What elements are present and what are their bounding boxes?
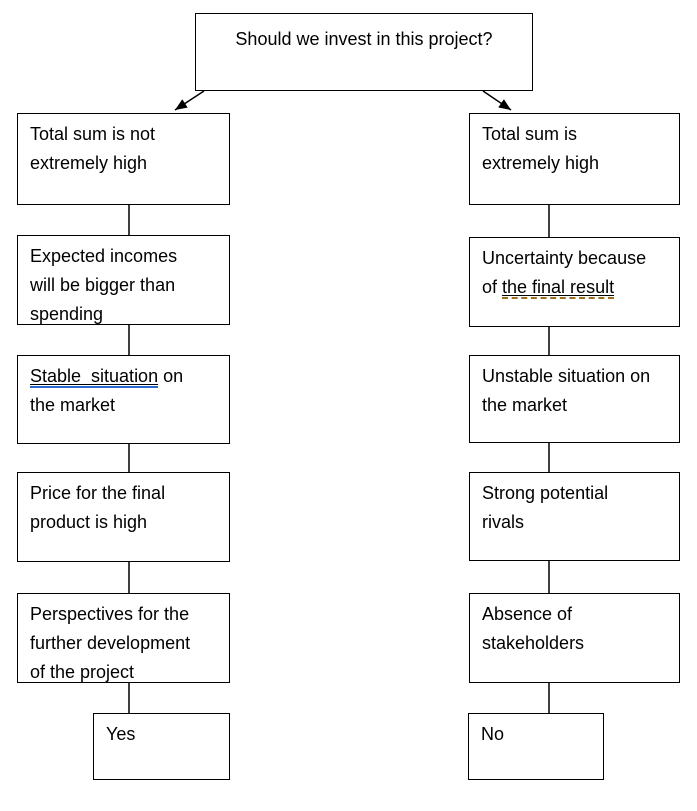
node-stable-situation: Stable situation on the market bbox=[17, 355, 230, 444]
node-expected-incomes: Expected incomes will be bigger than spe… bbox=[17, 235, 230, 325]
text-segment: Total sum is not extremely high bbox=[30, 124, 156, 173]
node-answer-yes: Yes bbox=[93, 713, 230, 780]
branch-arrow-left bbox=[174, 90, 205, 111]
text-segment: Stable situation bbox=[30, 366, 159, 388]
node-answer-no: No bbox=[468, 713, 604, 780]
text-segment: Total sum is extremely high bbox=[482, 124, 600, 173]
text-segment: on the market bbox=[30, 366, 184, 415]
text-segment: the final result bbox=[502, 277, 615, 299]
text-segment: Price for the final product is high bbox=[30, 483, 166, 532]
node-perspectives: Perspectives for the further development… bbox=[17, 593, 230, 683]
text-segment: Strong potential rivals bbox=[482, 483, 609, 532]
node-absence-stakeholders: Absence of stakeholders bbox=[469, 593, 680, 683]
node-uncertainty: Uncertainty because of the final result bbox=[469, 237, 680, 327]
text-segment: Unstable situation on the market bbox=[482, 366, 651, 415]
node-unstable-situation: Unstable situation on the market bbox=[469, 355, 680, 443]
text-segment: Uncertainty because of bbox=[482, 248, 647, 297]
node-strong-rivals: Strong potential rivals bbox=[469, 472, 680, 561]
text-segment: Absence of stakeholders bbox=[482, 604, 585, 653]
text-segment: Perspectives for the further development… bbox=[30, 604, 191, 682]
node-total-sum-not-high: Total sum is not extremely high bbox=[17, 113, 230, 205]
node-question: Should we invest in this project? bbox=[195, 13, 533, 91]
branch-arrow-right bbox=[482, 90, 512, 111]
node-price-high: Price for the final product is high bbox=[17, 472, 230, 562]
text-segment: Expected incomes will be bigger than spe… bbox=[30, 246, 178, 324]
node-total-sum-high: Total sum is extremely high bbox=[469, 113, 680, 205]
